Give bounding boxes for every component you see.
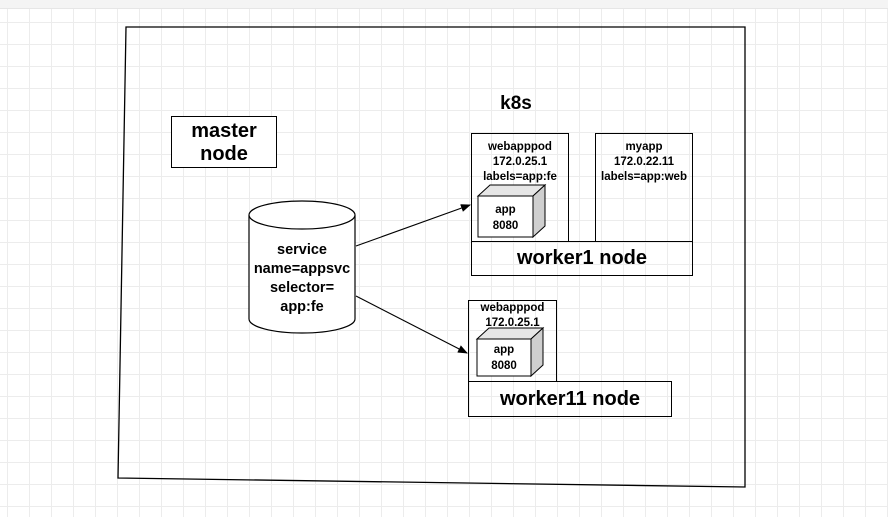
worker1-node-label: worker1 node xyxy=(516,247,648,269)
arrow-service-to-worker11-pod xyxy=(355,295,468,354)
worker1-pod2-labels: labels=app:web xyxy=(601,170,687,183)
worker1-pod2-name: myapp xyxy=(625,141,663,153)
worker1-pod1-labels: labels=app:fe xyxy=(483,170,557,183)
master-node-box[interactable]: master node xyxy=(171,116,277,168)
top-toolbar-strip xyxy=(0,0,888,9)
worker1-pod1-text: webapppod 172.0.25.1 labels=app:fe xyxy=(472,140,568,185)
master-node-line1: master xyxy=(191,120,257,142)
service-line-name-title: service xyxy=(277,242,327,258)
worker11-container-port: 8080 xyxy=(491,359,517,372)
worker11-pod-text: webapppod 172.0.25.1 xyxy=(469,301,556,331)
worker1-container-text: app 8080 xyxy=(478,203,533,234)
worker1-pod-webapppod[interactable]: webapppod 172.0.25.1 labels=app:fe xyxy=(471,133,569,242)
worker1-pod2-text: myapp 172.0.22.11 labels=app:web xyxy=(596,140,692,185)
container-cube-worker11[interactable] xyxy=(475,326,545,378)
worker11-pod-name: webapppod xyxy=(480,302,545,314)
arrow-service-to-worker1-pod xyxy=(355,204,471,247)
service-line-name: name=appsvc xyxy=(253,260,351,277)
master-node-label: master node xyxy=(172,120,276,166)
worker11-pod-ip: 172.0.25.1 xyxy=(485,316,540,329)
master-node-line2: node xyxy=(200,143,248,165)
cluster-boundary xyxy=(117,26,746,488)
worker1-pod1-ip: 172.0.25.1 xyxy=(492,155,548,168)
worker1-container-port: 8080 xyxy=(492,219,519,232)
worker11-container-text: app 8080 xyxy=(477,343,531,374)
worker1-pod-myapp[interactable]: myapp 172.0.22.11 labels=app:web xyxy=(595,133,693,242)
worker1-node-box[interactable]: worker1 node xyxy=(471,241,693,276)
worker11-pod-webapppod[interactable]: webapppod 172.0.25.1 xyxy=(468,300,557,382)
service-label: service name=appsvc selector= app:fe xyxy=(249,241,355,316)
cluster-title: k8s xyxy=(500,93,532,114)
container-cube-worker1[interactable] xyxy=(476,183,547,239)
worker1-pod1-name: webapppod xyxy=(488,141,552,153)
service-line-selector-value: app:fe xyxy=(280,298,324,315)
service-cylinder[interactable] xyxy=(248,200,356,334)
worker1-container-name: app xyxy=(495,204,516,216)
worker11-node-box[interactable]: worker11 node xyxy=(468,381,672,417)
worker1-pod2-ip: 172.0.22.11 xyxy=(613,155,675,168)
worker11-node-label: worker11 node xyxy=(499,388,641,410)
service-line-selector: selector= xyxy=(269,279,335,296)
worker11-container-name: app xyxy=(493,344,515,356)
